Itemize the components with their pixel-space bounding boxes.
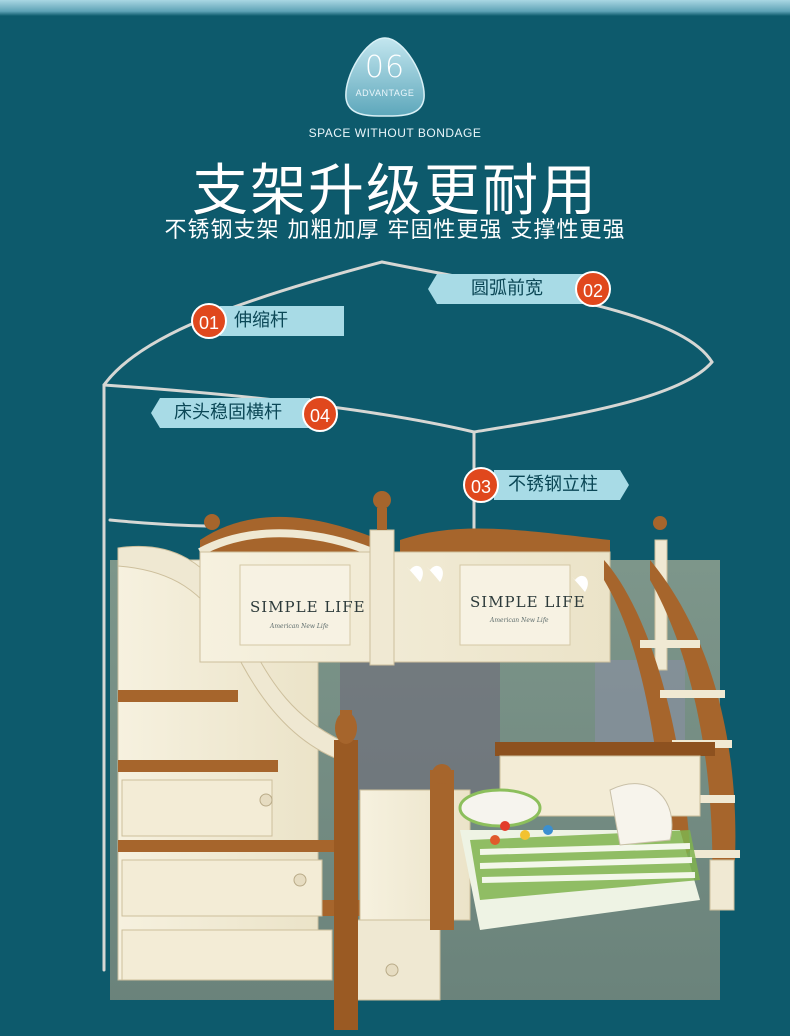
feature-tagline: 不锈钢支架 加粗加厚 牢固性更强 支撑性更强 [164, 218, 626, 243]
bed-script-left: American New Life [269, 623, 329, 630]
badge-shape [345, 37, 425, 117]
lower-bunk [359, 742, 735, 930]
bed-print-left: SIMPLE LIFE [250, 598, 366, 616]
feature-02-text: 圆弧前宽 [471, 278, 543, 299]
english-subtitle: SPACE WITHOUT BONDAGE [308, 126, 482, 140]
feature-02-number: 02 [575, 271, 611, 307]
page-headline: 支架升级更耐用 [192, 159, 598, 224]
feature-03-number: 03 [463, 467, 499, 503]
stair-post [334, 710, 358, 1030]
feature-04-number: 04 [302, 396, 338, 432]
badge-label: ADVANTAGE [355, 88, 415, 98]
feature-01-text: 伸缩杆 [234, 310, 288, 331]
bed-script-right: American New Life [489, 617, 549, 624]
feature-03-text: 不锈钢立柱 [508, 474, 598, 495]
feature-01-number: 01 [191, 303, 227, 339]
advantage-badge: 06 ADVANTAGE [342, 36, 428, 118]
bunk-bed-photo: SIMPLE LIFE American New Life SIMPLE LIF… [102, 260, 740, 1030]
feature-04-label: 床头稳固横杆 [151, 398, 310, 428]
badge-number: 06 [364, 50, 406, 85]
feature-04-text: 床头稳固横杆 [174, 402, 282, 423]
feature-01-label: 伸缩杆 [211, 306, 344, 336]
upper-bunk: SIMPLE LIFE American New Life SIMPLE LIF… [198, 491, 668, 671]
bed-print-right: SIMPLE LIFE [470, 593, 586, 611]
feature-02-label: 圆弧前宽 [428, 274, 587, 304]
wall-art-left [340, 660, 500, 800]
feature-03-label: 不锈钢立柱 [494, 470, 629, 500]
top-gradient-band [0, 0, 790, 16]
